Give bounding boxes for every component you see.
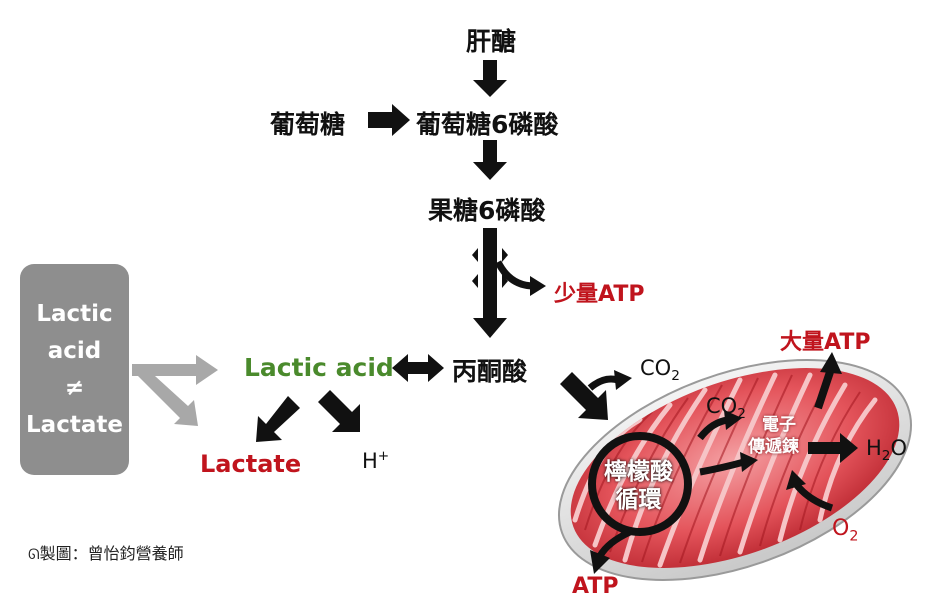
label-citric-acid-cycle: 檸檬酸循環 [604,459,673,513]
label-etc-line2: 傳遞鍊 [748,437,799,457]
label-glycogen: 肝醣 [466,27,517,56]
label-atp-bottom: ATP [572,574,619,599]
arrow-g6p-to-f6p [473,140,507,180]
arrow-notice-to-lactate [136,366,198,426]
label-lactate: Lactate [200,450,302,478]
arrow-lactic-to-lactate [256,396,300,442]
arrow-glycogen-to-g6p [473,60,507,97]
credit-line: ᘏ製圖：曾怡鈞營養師 [28,540,184,564]
pathway-arrows [256,60,858,463]
label-glucose: 葡萄糖 [270,110,346,139]
notice-line1: Lactic [36,300,113,327]
credit-glyph-icon: ᘏ [28,547,40,563]
notice-line2: acid [47,337,102,364]
notice-line3: ≠ [64,374,85,401]
label-little-atp: 少量ATP [554,282,645,307]
arrow-pyruvate-to-mito [560,372,608,420]
arrow-lactic-to-h [318,390,360,432]
citric-acid-cycle [588,432,692,536]
label-water: H2O [866,436,908,465]
label-oxygen: O2 [832,516,859,545]
arrow-notice-to-lactic [132,355,218,385]
arrow-cycle-to-etc [699,458,745,476]
arrow-etc-to-h2o [808,433,858,463]
label-lactic-acid: Lactic acid [244,353,394,382]
arrow-cycle-to-atp [596,528,632,558]
label-glucose-6-phosphate: 葡萄糖6磷酸 [416,110,559,139]
label-big-atp: 大量ATP [780,330,871,355]
arrow-f6p-to-pyruvate [473,228,507,338]
label-co2-inner: CO2 [706,394,746,423]
notice-line4: Lactate [26,411,123,438]
credit-text: 製圖：曾怡鈞營養師 [39,544,184,563]
label-co2-outer: CO2 [640,356,680,385]
arrow-o2-to-etc [793,481,834,512]
arrow-co2-release [587,375,619,391]
label-fructose-6-phosphate: 果糖6磷酸 [428,196,546,225]
arrow-lactic-pyruvate [392,354,444,382]
label-hydrogen-ion: H+ [362,448,390,473]
arrow-big-atp [814,370,834,410]
arrow-glucose-to-g6p [368,104,410,136]
lactic-acid-vs-lactate-box: Lactic acid ≠ Lactate [20,264,129,475]
label-etc-line1: 電子 [762,415,796,435]
notice-arrows [132,355,218,426]
label-pyruvate: 丙酮酸 [452,357,528,386]
mitochondrion [558,359,912,581]
